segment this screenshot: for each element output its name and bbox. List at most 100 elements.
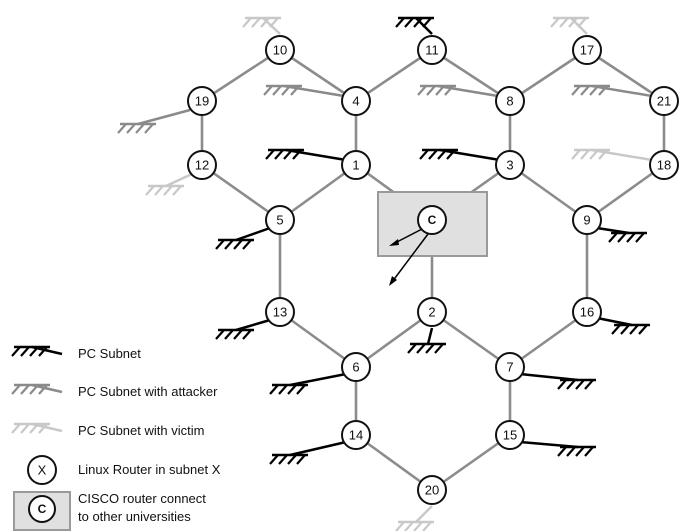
router-label: 2 xyxy=(428,305,435,320)
router-label: 19 xyxy=(195,94,209,109)
router-label: 16 xyxy=(580,305,594,320)
router-link-3-9 xyxy=(509,163,588,222)
router-label: 9 xyxy=(583,213,590,228)
pc-subnet-3 xyxy=(419,148,501,162)
router-label: 11 xyxy=(425,43,439,58)
router-C[interactable]: C xyxy=(417,205,447,235)
pc-subnet-19-attacker xyxy=(117,108,191,134)
router-label: 21 xyxy=(657,94,671,109)
legend-victim-label: PC Subnet with victim xyxy=(78,423,204,438)
router-11[interactable]: 11 xyxy=(417,35,447,65)
router-label: 18 xyxy=(657,158,671,173)
router-13[interactable]: 13 xyxy=(265,297,295,327)
router-19[interactable]: 19 xyxy=(187,86,217,116)
router-3[interactable]: 3 xyxy=(495,150,525,180)
router-link-14-20 xyxy=(355,433,433,492)
router-2[interactable]: 2 xyxy=(417,297,447,327)
router-link-10-4 xyxy=(279,48,357,103)
router-17[interactable]: 17 xyxy=(572,35,602,65)
router-links xyxy=(200,48,666,492)
router-link-1-5 xyxy=(279,163,357,222)
router-link-11-8 xyxy=(431,48,511,103)
pc-subnet-21-attacker xyxy=(571,84,653,98)
pc-subnet-victim-legend-icon xyxy=(11,422,63,434)
legend-attacker-label: PC Subnet with attacker xyxy=(78,384,218,399)
pc-subnet-10-victim xyxy=(242,16,281,35)
pc-subnet-12-victim xyxy=(145,172,193,196)
pc-subnet-5 xyxy=(215,226,271,250)
cisco-router-legend-icon xyxy=(28,495,56,523)
router-link-16-7 xyxy=(509,310,588,369)
router-10[interactable]: 10 xyxy=(265,35,295,65)
pc-subnet-1 xyxy=(265,148,347,162)
router-label: 17 xyxy=(580,43,594,58)
router-6[interactable]: 6 xyxy=(341,352,371,382)
router-link-15-20 xyxy=(431,433,511,492)
pc-subnet-4-attacker xyxy=(263,84,345,98)
router-20[interactable]: 20 xyxy=(417,475,447,505)
attacker-legend-glyph xyxy=(11,383,63,395)
legend-cisco-symbol: C xyxy=(38,502,47,516)
pc-subnet-16 xyxy=(596,316,650,335)
legend-cisco-label-line1: CISCO router connect xyxy=(78,491,206,506)
linux-router-legend-icon xyxy=(27,455,57,485)
pc-subnet-18-victim xyxy=(571,148,653,162)
router-link-17-21 xyxy=(586,48,665,103)
router-16[interactable]: 16 xyxy=(572,297,602,327)
legend: PC Subnet PC Subnet with attacker PC Sub… xyxy=(11,345,221,531)
router-label: 7 xyxy=(506,360,513,375)
pc-subnet-9 xyxy=(596,226,647,243)
router-link-17-8 xyxy=(509,48,588,103)
router-21[interactable]: 21 xyxy=(649,86,679,116)
pc-subnet-11 xyxy=(395,16,434,35)
router-link-18-9 xyxy=(586,163,665,222)
pc-subnet-attacker-legend-icon xyxy=(11,383,63,395)
router-link-2-7 xyxy=(431,310,511,369)
router-link-2-6 xyxy=(355,310,433,369)
router-label: 1 xyxy=(352,158,359,173)
router-8[interactable]: 8 xyxy=(495,86,525,116)
router-15[interactable]: 15 xyxy=(495,420,525,450)
router-label: 5 xyxy=(276,213,283,228)
pc-subnet-13 xyxy=(215,318,271,340)
router-link-11-4 xyxy=(355,48,433,103)
pc-subnet-8-attacker xyxy=(417,84,499,98)
router-link-13-6 xyxy=(279,310,357,369)
pc-subnet-legend-icon xyxy=(11,345,63,357)
router-1[interactable]: 1 xyxy=(341,150,371,180)
legend-cisco-label-line2: to other universities xyxy=(78,509,191,524)
router-18[interactable]: 18 xyxy=(649,150,679,180)
router-label: 13 xyxy=(273,305,287,320)
router-9[interactable]: 9 xyxy=(572,205,602,235)
pc-subnet-2 xyxy=(407,327,446,354)
router-label: 8 xyxy=(506,94,513,109)
router-label: 3 xyxy=(506,158,513,173)
legend-linux-symbol: X xyxy=(38,463,47,478)
pc-subnet-20-victim xyxy=(395,505,434,531)
pc-subnet-17-victim xyxy=(550,16,589,35)
pc-subnet-legend-glyph xyxy=(11,345,63,357)
pc-subnet-14 xyxy=(269,440,347,465)
router-label: 12 xyxy=(195,158,209,173)
router-link-10-19 xyxy=(201,48,281,103)
router-5[interactable]: 5 xyxy=(265,205,295,235)
router-label: 15 xyxy=(503,428,517,443)
router-7[interactable]: 7 xyxy=(495,352,525,382)
legend-linux-router-label: Linux Router in subnet X xyxy=(78,462,221,477)
legend-pc-subnet-label: PC Subnet xyxy=(78,346,141,361)
pc-subnet-7 xyxy=(519,372,596,390)
pc-subnet-15 xyxy=(519,440,596,457)
router-14[interactable]: 14 xyxy=(341,420,371,450)
router-label: 14 xyxy=(349,428,363,443)
pc-subnet-6 xyxy=(269,372,347,395)
router-label: 20 xyxy=(425,483,439,498)
router-4[interactable]: 4 xyxy=(341,86,371,116)
router-12[interactable]: 12 xyxy=(187,150,217,180)
router-label: 10 xyxy=(273,43,287,58)
router-label: 4 xyxy=(352,94,359,109)
router-link-12-5 xyxy=(201,163,281,222)
router-label: C xyxy=(428,213,437,227)
pc-subnets xyxy=(117,16,653,531)
